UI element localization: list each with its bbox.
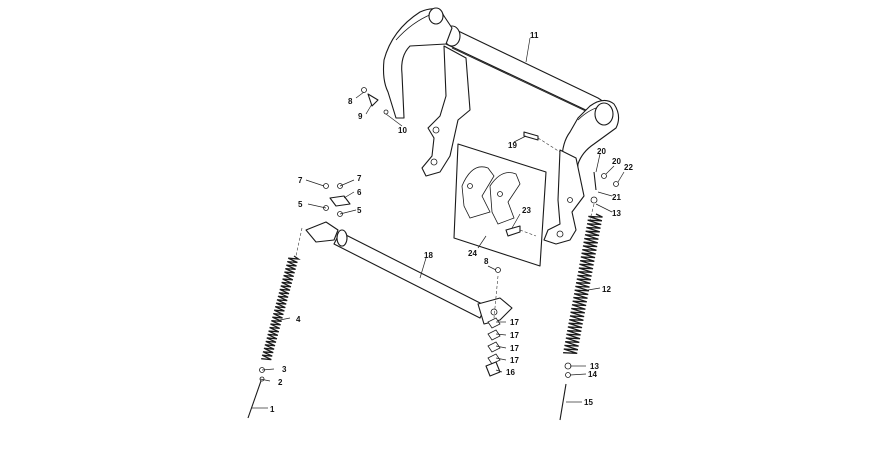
callout-1: 1	[270, 405, 275, 414]
inset-plate-box	[453, 143, 547, 267]
callout-20b: 20	[612, 157, 621, 166]
left-rod	[247, 367, 265, 419]
right-spring	[563, 213, 603, 355]
callout-7a: 7	[298, 176, 303, 185]
callout-9: 9	[358, 112, 363, 121]
callout-17a: 17	[510, 318, 519, 327]
callout-labels: 1 2 3 4 5 5 6 7 7 8 8 9 10 11 12 13 13 1…	[270, 31, 633, 414]
callout-16: 16	[506, 368, 515, 377]
alignment-lines	[295, 137, 595, 319]
lift-frame-assembly	[382, 7, 620, 245]
leader-lines	[252, 37, 625, 409]
callout-7b: 7	[357, 174, 362, 183]
callout-13a: 13	[612, 209, 621, 218]
callout-2: 2	[278, 378, 283, 387]
callout-20a: 20	[597, 147, 606, 156]
callout-5b: 5	[357, 206, 362, 215]
callout-22: 22	[624, 163, 633, 172]
callout-14: 14	[588, 370, 597, 379]
callout-11: 11	[530, 31, 539, 40]
callout-8b: 8	[484, 257, 489, 266]
callout-18: 18	[424, 251, 433, 260]
callout-17c: 17	[510, 344, 519, 353]
callout-13b: 13	[590, 362, 599, 371]
callout-19: 19	[508, 141, 517, 150]
callout-24: 24	[468, 249, 477, 258]
right-rod	[559, 362, 572, 421]
torsion-bar	[305, 221, 513, 325]
callout-17d: 17	[510, 356, 519, 365]
callout-21: 21	[612, 193, 621, 202]
hardware	[323, 87, 619, 377]
callout-17b: 17	[510, 331, 519, 340]
callout-10: 10	[398, 126, 407, 135]
callout-8a: 8	[348, 97, 353, 106]
callout-23: 23	[522, 206, 531, 215]
left-spring	[261, 255, 301, 361]
callout-6: 6	[357, 188, 362, 197]
callout-15: 15	[584, 398, 593, 407]
callout-5a: 5	[298, 200, 303, 209]
callout-12: 12	[602, 285, 611, 294]
callout-4: 4	[296, 315, 301, 324]
callout-3: 3	[282, 365, 287, 374]
